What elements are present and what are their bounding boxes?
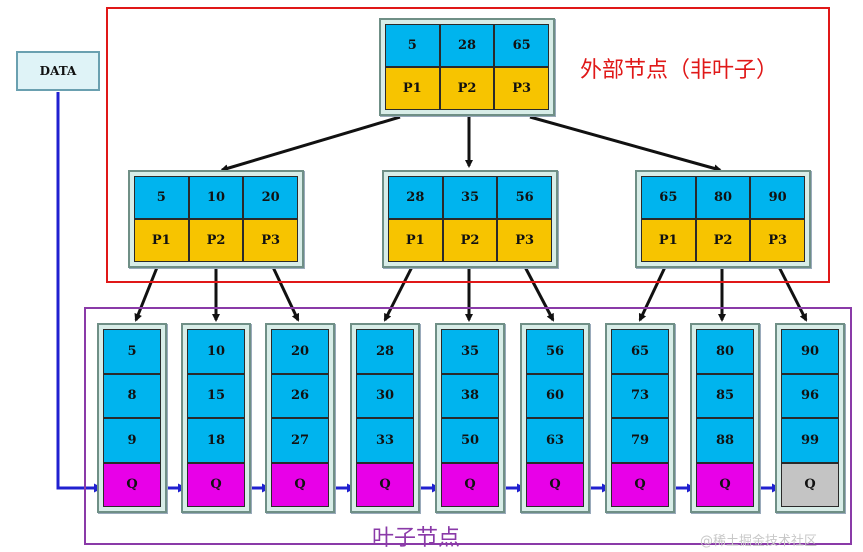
leaf-6-key-1: 56 [526, 329, 584, 374]
root-pointer-1: P1 [385, 67, 440, 110]
leaf-nodes-label: 叶子节点 [372, 526, 461, 551]
leaf-4-key-1: 28 [356, 329, 414, 374]
leaf-4-key-2: 30 [356, 373, 414, 418]
leaf-9-key-3: 99 [781, 418, 839, 463]
tree-arrow-internal-2-p1 [383, 264, 415, 322]
outer-nodes-frame [106, 7, 830, 283]
internal-3-pointer-1: P1 [641, 219, 696, 262]
leaf-6-next-pointer: Q [526, 462, 584, 507]
leaf-6-key-3: 63 [526, 418, 584, 463]
internal-1-key-1: 5 [134, 176, 189, 219]
leaf-8-key-3: 88 [696, 418, 754, 463]
root-pointer-3: P3 [494, 67, 549, 110]
internal-node-3: 65 80 90 P1 P2 P3 [635, 170, 811, 268]
tree-arrow-root-to-internal-3 [529, 115, 722, 173]
root-pointer-2: P2 [439, 67, 495, 110]
internal-2-pointer-1: P1 [388, 219, 443, 262]
leaf-node-9: 90 96 99 Q [775, 323, 845, 513]
leaf-1-key-3: 9 [103, 418, 161, 463]
root-node: 5 28 65 P1 P2 P3 [379, 18, 555, 116]
leaf-7-key-2: 73 [611, 373, 669, 418]
leaf-4-key-3: 33 [356, 418, 414, 463]
internal-3-pointer-3: P3 [750, 219, 805, 262]
leaf-node-8: 80 85 88 Q [690, 323, 760, 513]
root-key-1: 5 [385, 24, 440, 67]
leaf-9-key-2: 96 [781, 373, 839, 418]
leaf-7-next-pointer: Q [611, 462, 669, 507]
leaf-node-2: 10 15 18 Q [181, 323, 251, 513]
internal-3-key-3: 90 [750, 176, 805, 219]
leaf-8-next-pointer: Q [696, 462, 754, 507]
outer-nodes-label: 外部节点（非叶子） [580, 58, 779, 83]
internal-3-key-1: 65 [641, 176, 696, 219]
leaf-7-key-3: 79 [611, 418, 669, 463]
leaf-node-5: 35 38 50 Q [435, 323, 505, 513]
leaf-3-key-2: 26 [271, 373, 329, 418]
leaf-9-next-pointer-end: Q [781, 462, 839, 507]
leaf-1-key-1: 5 [103, 329, 161, 374]
internal-2-key-1: 28 [388, 176, 443, 219]
internal-2-pointer-3: P3 [497, 219, 552, 262]
root-key-3: 65 [494, 24, 549, 67]
internal-3-pointer-2: P2 [695, 219, 751, 262]
leaf-5-key-2: 38 [441, 373, 499, 418]
tree-arrow-root-to-internal-1 [220, 115, 401, 173]
internal-1-pointer-2: P2 [188, 219, 244, 262]
tree-arrow-internal-1-p3 [270, 264, 300, 322]
leaf-nodes-frame [84, 307, 852, 545]
leaf-1-key-2: 8 [103, 373, 161, 418]
leaf-3-next-pointer: Q [271, 462, 329, 507]
leaf-3-key-3: 27 [271, 418, 329, 463]
internal-1-key-2: 10 [188, 176, 244, 219]
internal-1-pointer-1: P1 [134, 219, 189, 262]
internal-1-key-3: 20 [243, 176, 298, 219]
leaf-node-1: 5 8 9 Q [97, 323, 167, 513]
leaf-5-next-pointer: Q [441, 462, 499, 507]
leaf-7-key-1: 65 [611, 329, 669, 374]
tree-arrow-internal-3-p1 [638, 264, 668, 322]
tree-arrow-internal-1-p1 [134, 264, 160, 322]
internal-2-key-2: 35 [442, 176, 498, 219]
leaf-2-key-2: 15 [187, 373, 245, 418]
leaf-node-7: 65 73 79 Q [605, 323, 675, 513]
leaf-node-4: 28 30 33 Q [350, 323, 420, 513]
leaf-4-next-pointer: Q [356, 462, 414, 507]
internal-node-1: 5 10 20 P1 P2 P3 [128, 170, 304, 268]
leaf-1-next-pointer: Q [103, 462, 161, 507]
data-link-arrow [56, 92, 103, 493]
leaf-2-key-3: 18 [187, 418, 245, 463]
leaf-2-next-pointer: Q [187, 462, 245, 507]
leaf-node-3: 20 26 27 Q [265, 323, 335, 513]
internal-2-pointer-2: P2 [442, 219, 498, 262]
internal-1-pointer-3: P3 [243, 219, 298, 262]
root-key-2: 28 [439, 24, 495, 67]
leaf-5-key-3: 50 [441, 418, 499, 463]
leaf-node-6: 56 60 63 Q [520, 323, 590, 513]
leaf-5-key-1: 35 [441, 329, 499, 374]
leaf-8-key-2: 85 [696, 373, 754, 418]
leaf-6-key-2: 60 [526, 373, 584, 418]
leaf-3-key-1: 20 [271, 329, 329, 374]
leaf-2-key-1: 10 [187, 329, 245, 374]
watermark: @稀土掘金技术社区 [700, 534, 818, 549]
leaf-9-key-1: 90 [781, 329, 839, 374]
data-box: DATA [16, 51, 100, 91]
internal-2-key-3: 56 [497, 176, 552, 219]
internal-3-key-2: 80 [695, 176, 751, 219]
tree-arrow-internal-2-p3 [522, 264, 555, 322]
internal-node-2: 28 35 56 P1 P2 P3 [382, 170, 558, 268]
tree-arrow-internal-3-p3 [776, 264, 808, 322]
leaf-8-key-1: 80 [696, 329, 754, 374]
